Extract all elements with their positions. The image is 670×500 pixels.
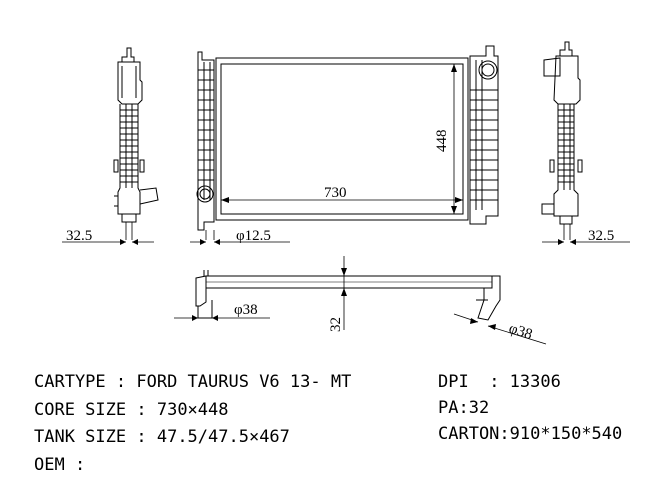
pa-line: PA:32	[438, 398, 490, 418]
pipe-diameter-small-label: φ12.5	[236, 228, 271, 244]
front-view	[190, 45, 499, 245]
core-size-value: 730×448	[156, 400, 229, 420]
top-view	[174, 256, 547, 345]
side-offset-left-label: 32.5	[66, 228, 92, 244]
oem-line: OEM :	[34, 455, 96, 475]
core-height-label: 448	[434, 130, 450, 153]
cartype-label: CARTYPE	[34, 372, 106, 392]
core-size-label: CORE SIZE	[34, 400, 127, 420]
carton-label: CARTON	[438, 424, 500, 444]
dpi-line: DPI : 13306	[438, 372, 561, 392]
dpi-label: DPI	[438, 372, 469, 392]
tank-size-line: TANK SIZE : 47.5/47.5×467	[34, 427, 290, 447]
tank-depth-label: 32	[328, 317, 344, 332]
oem-label: OEM	[34, 455, 65, 475]
cartype-value: FORD TAURUS V6 13- MT	[136, 372, 352, 392]
pipe-diameter-inlet-label: φ38	[234, 302, 258, 318]
left-side-view	[62, 47, 159, 245]
side-offset-right-label: 32.5	[588, 228, 614, 244]
carton-line: CARTON:910*150*540	[438, 424, 623, 444]
tank-size-value: 47.5/47.5×467	[156, 427, 290, 447]
pa-label: PA	[438, 398, 459, 418]
tank-size-label: TANK SIZE	[34, 427, 127, 447]
pa-value: 32	[468, 398, 490, 418]
carton-value: 910*150*540	[509, 424, 623, 444]
right-side-view	[541, 41, 630, 245]
dpi-value: 13306	[509, 372, 561, 392]
cartype-line: CARTYPE : FORD TAURUS V6 13- MT	[34, 372, 352, 392]
pipe-diameter-outlet-label: φ38	[507, 321, 534, 344]
core-size-line: CORE SIZE : 730×448	[34, 400, 229, 420]
core-width-label: 730	[324, 185, 347, 201]
